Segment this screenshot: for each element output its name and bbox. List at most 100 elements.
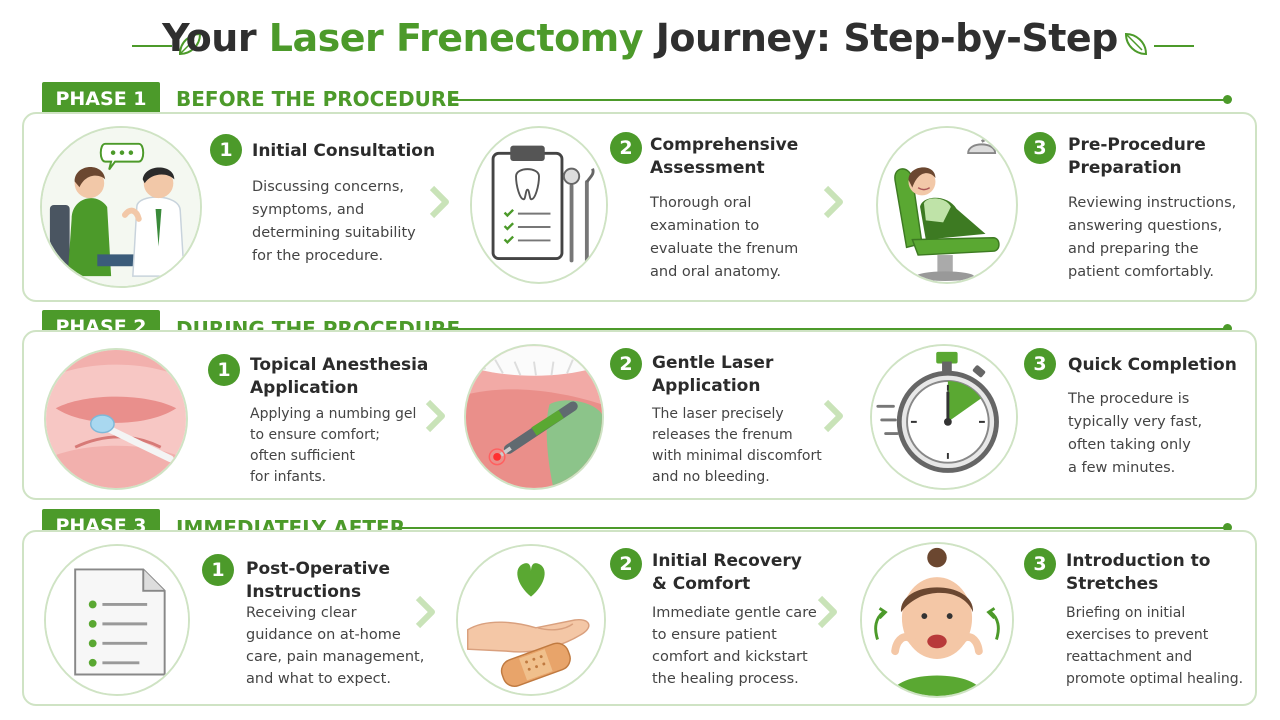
- step-desc-line: and no bleeding.: [652, 469, 770, 485]
- step-title-line: Comprehensive: [650, 135, 799, 155]
- step-title-line: Initial Consultation: [252, 141, 436, 161]
- step-image: [40, 126, 202, 288]
- step-desc-line: symptoms, and: [252, 202, 365, 218]
- step-description: Thorough oral examination to evaluate th…: [650, 192, 798, 284]
- step-desc-line: the healing process.: [652, 671, 799, 687]
- title-row: Your Laser Frenectomy Journey: Step-by-S…: [0, 0, 1280, 80]
- page-title: Your Laser Frenectomy Journey: Step-by-S…: [0, 16, 1280, 60]
- step-description: Receiving clear guidance on at-home care…: [246, 602, 424, 690]
- instructions-sheet-icon: [46, 546, 188, 694]
- stretch-face-icon: [862, 544, 1012, 696]
- step-title: Topical Anesthesia Application: [250, 354, 428, 400]
- step-number: 3: [1024, 548, 1056, 580]
- step-desc-line: releases the frenum: [652, 427, 793, 443]
- step-number: 2: [610, 348, 642, 380]
- phase-2-rule-dot: [1223, 324, 1232, 333]
- phase-2-rule: [432, 328, 1226, 330]
- step-image: [44, 348, 188, 490]
- step-description: Immediate gentle care to ensure patient …: [652, 602, 817, 690]
- step-desc-line: and what to expect.: [246, 671, 391, 687]
- chevron-right-icon: [415, 595, 435, 629]
- step-title-line: Gentle Laser: [652, 353, 774, 373]
- step-desc-line: typically very fast,: [1068, 414, 1203, 430]
- step-desc-line: to ensure comfort;: [250, 427, 381, 443]
- step-desc-line: The laser precisely: [652, 406, 784, 422]
- step-title: Initial Recovery & Comfort: [652, 550, 802, 596]
- consultation-icon: [42, 128, 200, 286]
- step-image: [456, 544, 606, 696]
- step-desc-line: and oral anatomy.: [650, 264, 782, 280]
- step-number: 2: [610, 548, 642, 580]
- step-number: 1: [208, 354, 240, 386]
- step-desc-line: Reviewing instructions,: [1068, 195, 1237, 211]
- step-desc-line: often sufficient: [250, 448, 355, 464]
- step-title-line: Assessment: [650, 158, 765, 178]
- phase-1-rule: [450, 99, 1226, 101]
- chevron-right-icon: [425, 399, 445, 433]
- step-desc-line: examination to: [650, 218, 760, 234]
- step-image: [860, 542, 1014, 698]
- laser-pen-icon: [466, 346, 602, 488]
- step-desc-line: for the procedure.: [252, 248, 384, 264]
- swab-mouth-icon: [46, 350, 186, 488]
- dental-chair-icon: [879, 128, 1015, 282]
- step-title-line: Initial Recovery: [652, 551, 802, 571]
- phase-1-rule-dot: [1223, 95, 1232, 104]
- step-desc-line: care, pain management,: [246, 649, 425, 665]
- phase-1-heading: BEFORE THE PROCEDURE: [176, 87, 460, 111]
- phase-2-panel: 1 Topical Anesthesia Application Applyin…: [22, 330, 1257, 500]
- step-desc-line: determining suitability: [252, 225, 416, 241]
- step-desc-line: Discussing concerns,: [252, 179, 405, 195]
- phase-3-rule-dot: [1223, 523, 1232, 532]
- step-number: 1: [202, 554, 234, 586]
- step-image: [470, 126, 608, 284]
- step-title-line: Application: [652, 376, 761, 396]
- step-desc-line: comfort and kickstart: [652, 649, 808, 665]
- step-desc-line: Briefing on initial: [1066, 605, 1186, 621]
- step-desc-line: promote optimal healing.: [1066, 671, 1244, 687]
- leaf-decoration-left-icon: [132, 32, 202, 56]
- step-title-line: Application: [250, 378, 359, 398]
- step-title: Gentle Laser Application: [652, 352, 773, 398]
- step-desc-line: often taking only: [1068, 437, 1191, 453]
- step-desc-line: Immediate gentle care: [652, 605, 817, 621]
- step-desc-line: with minimal discomfort: [652, 448, 822, 464]
- chevron-right-icon: [817, 595, 837, 629]
- step-title: Pre-Procedure Preparation: [1068, 134, 1206, 180]
- step-desc-line: to ensure patient: [652, 627, 777, 643]
- step-image: [876, 126, 1018, 284]
- step-desc-line: exercises to prevent: [1066, 627, 1209, 643]
- step-title: Initial Consultation: [252, 140, 435, 163]
- step-description: The laser precisely releases the frenum …: [652, 404, 822, 488]
- step-desc-line: Thorough oral: [650, 195, 752, 211]
- step-number: 2: [610, 132, 642, 164]
- step-desc-line: The procedure is: [1068, 391, 1190, 407]
- step-title-line: Quick Completion: [1068, 355, 1237, 375]
- clipboard-tooth-icon: [472, 128, 606, 282]
- phase-3-rule: [400, 527, 1226, 529]
- step-description: Applying a numbing gel to ensure comfort…: [250, 404, 416, 488]
- phase-1-tag: PHASE 1: [42, 82, 160, 116]
- hand-heart-bandage-icon: [458, 546, 604, 694]
- step-title: Quick Completion: [1068, 354, 1237, 377]
- stopwatch-icon: [872, 346, 1016, 488]
- step-desc-line: guidance on at-home: [246, 627, 401, 643]
- step-title-line: Pre-Procedure: [1068, 135, 1206, 155]
- step-desc-line: and preparing the: [1068, 241, 1199, 257]
- step-title-line: & Comfort: [652, 574, 751, 594]
- step-number: 3: [1024, 132, 1056, 164]
- step-desc-line: Receiving clear: [246, 605, 357, 621]
- step-desc-line: a few minutes.: [1068, 460, 1176, 476]
- phase-3-panel: 1 Post-Operative Instructions Receiving …: [22, 530, 1257, 706]
- step-description: Reviewing instructions, answering questi…: [1068, 192, 1236, 284]
- chevron-right-icon: [429, 185, 449, 219]
- chevron-right-icon: [823, 399, 843, 433]
- step-title-line: Post-Operative: [246, 559, 391, 579]
- step-title: Comprehensive Assessment: [650, 134, 798, 180]
- step-desc-line: Applying a numbing gel: [250, 406, 417, 422]
- step-desc-line: reattachment and: [1066, 649, 1193, 665]
- title-suffix: Journey: Step-by-Step: [643, 16, 1119, 60]
- phase-1-panel: 1 Initial Consultation Discussing concer…: [22, 112, 1257, 302]
- step-title-line: Preparation: [1068, 158, 1182, 178]
- step-image: [870, 344, 1018, 490]
